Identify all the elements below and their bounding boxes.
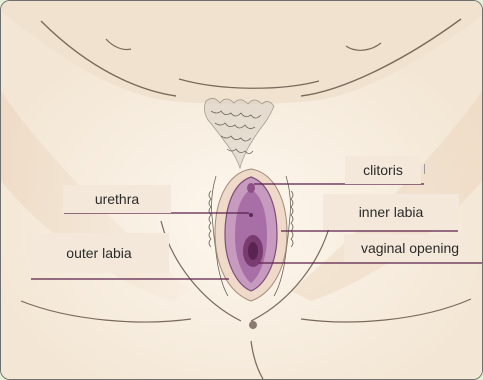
label-vaginal-opening: vaginal opening — [344, 234, 476, 262]
urethra-shape — [249, 213, 253, 217]
clitoris-shape — [247, 183, 255, 193]
label-outer-labia: outer labia — [29, 233, 169, 273]
label-clitoris: clitoris — [345, 156, 421, 184]
label-inner-labia: inner labia — [323, 194, 459, 230]
label-urethra: urethra — [63, 185, 171, 213]
tick-mark — [424, 164, 425, 174]
anus-shape — [249, 321, 257, 329]
